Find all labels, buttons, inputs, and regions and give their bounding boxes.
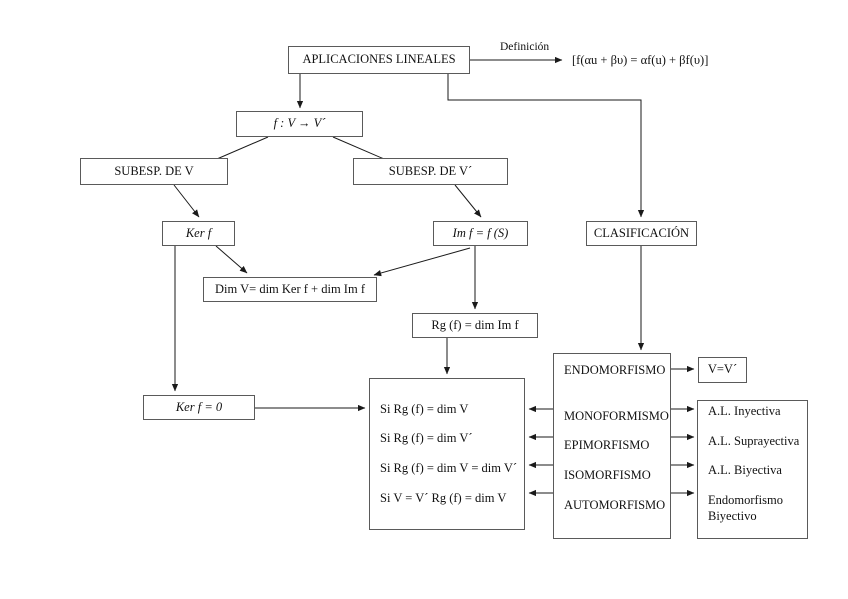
node-subesp-vp-label: SUBESP. DE V´ — [388, 163, 473, 178]
edge-label-definicion: Definición — [500, 41, 549, 53]
morphism-row-epimorfismo: EPIMORFISMO — [564, 438, 650, 453]
condition-row-4: Si V = V´ Rg (f) = dim V — [380, 490, 507, 505]
condition-row-1: Si Rg (f) = dim V — [380, 401, 469, 416]
morphism-row-monoformismo: MONOFORMISMO — [564, 408, 669, 423]
node-rango-label: Rg (f) = dim Im f — [431, 317, 519, 332]
node-funcion-map[interactable]: f : V → V´ — [236, 111, 363, 137]
results-box[interactable]: A.L. Inyectiva A.L. Suprayectiva A.L. Bi… — [697, 400, 808, 539]
node-subesp-v-label: SUBESP. DE V — [114, 163, 194, 178]
node-aplicaciones-lineales-label: APLICACIONES LINEALES — [302, 52, 456, 67]
node-subesp-v[interactable]: SUBESP. DE V — [80, 158, 228, 185]
edge-root-to-clasificacion — [447, 74, 645, 218]
edge-subesp-v-to-ker — [173, 184, 200, 218]
node-dim-relation[interactable]: Dim V= dim Ker f + dim Im f — [203, 277, 377, 302]
node-v-equals-vp-label: V=V´ — [707, 362, 738, 377]
node-v-equals-vp[interactable]: V=V´ — [698, 357, 747, 383]
node-rango[interactable]: Rg (f) = dim Im f — [412, 313, 538, 338]
node-ker-f[interactable]: Ker f — [162, 221, 235, 246]
edge-subesp-vp-to-im — [454, 184, 482, 218]
result-row-inyectiva: A.L. Inyectiva — [708, 404, 781, 418]
result-row-biyectiva: A.L. Biyectiva — [708, 463, 782, 478]
node-ker-f-label: Ker f — [185, 225, 212, 240]
morphism-row-isomorfismo: ISOMORFISMO — [564, 467, 651, 482]
node-definicion-formula-text: [f(αu + βυ) = αf(u) + βf(υ)] — [572, 53, 709, 67]
node-ker-f-cero[interactable]: Ker f = 0 — [143, 395, 255, 420]
condition-row-2: Si Rg (f) = dim V´ — [380, 431, 473, 446]
node-im-f[interactable]: Im f = f (S) — [433, 221, 528, 246]
node-dim-relation-label: Dim V= dim Ker f + dim Im f — [215, 281, 365, 296]
node-aplicaciones-lineales[interactable]: APLICACIONES LINEALES — [288, 46, 470, 74]
condition-row-3: Si Rg (f) = dim V = dim V´ — [380, 461, 518, 475]
edge-ker-to-dim — [215, 245, 248, 274]
result-row-endomorfismo: Endomorfismo — [708, 492, 783, 507]
edge-label-definicion-text: Definición — [500, 41, 550, 53]
node-clasificacion-label: CLASIFICACIÓN — [593, 225, 690, 240]
node-definicion-formula: [f(αu + βυ) = αf(u) + βf(υ)] — [572, 53, 708, 68]
node-subesp-vp[interactable]: SUBESP. DE V´ — [353, 158, 508, 185]
node-ker-f-cero-label: Ker f = 0 — [175, 399, 223, 414]
node-clasificacion[interactable]: CLASIFICACIÓN — [586, 221, 697, 246]
edge-im-to-dim — [373, 247, 471, 277]
node-im-f-label: Im f = f (S) — [452, 225, 509, 240]
morphism-row-endomorfismo: ENDOMORFISMO — [564, 363, 666, 377]
morphisms-box[interactable]: ENDOMORFISMO MONOFORMISMO EPIMORFISMO IS… — [553, 353, 671, 539]
result-row-suprayectiva: A.L. Suprayectiva — [708, 433, 800, 448]
morphism-row-automorfismo: AUTOMORFISMO — [564, 497, 666, 512]
node-funcion-map-label: f : V → V´ — [273, 116, 326, 131]
result-row-biyectivo: Biyectivo — [708, 508, 757, 523]
conditions-box[interactable]: Si Rg (f) = dim V Si Rg (f) = dim V´ Si … — [369, 378, 525, 530]
